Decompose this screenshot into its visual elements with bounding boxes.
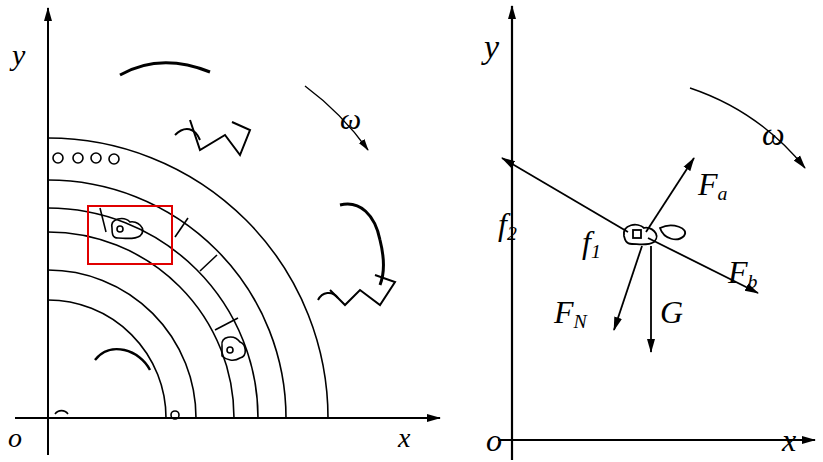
axis-label: o (8, 424, 22, 452)
axis-label: ω (762, 118, 785, 150)
force-label: Fa (698, 168, 727, 204)
force-label: Fb (728, 256, 757, 292)
axis-label: y (12, 40, 25, 70)
force-label: f1 (582, 226, 601, 262)
force-diagram (498, 6, 815, 460)
axis-label: y (484, 30, 499, 64)
highlight-box (88, 206, 172, 264)
force-label: FN (554, 296, 587, 332)
rotor-drawing (15, 8, 440, 455)
axis-label: o (486, 424, 502, 456)
axis-label: G (660, 296, 683, 328)
force-label: f2 (498, 208, 517, 244)
axis-label: ω (340, 104, 361, 134)
axis-label: x (782, 424, 796, 456)
axis-label: x (398, 424, 410, 452)
